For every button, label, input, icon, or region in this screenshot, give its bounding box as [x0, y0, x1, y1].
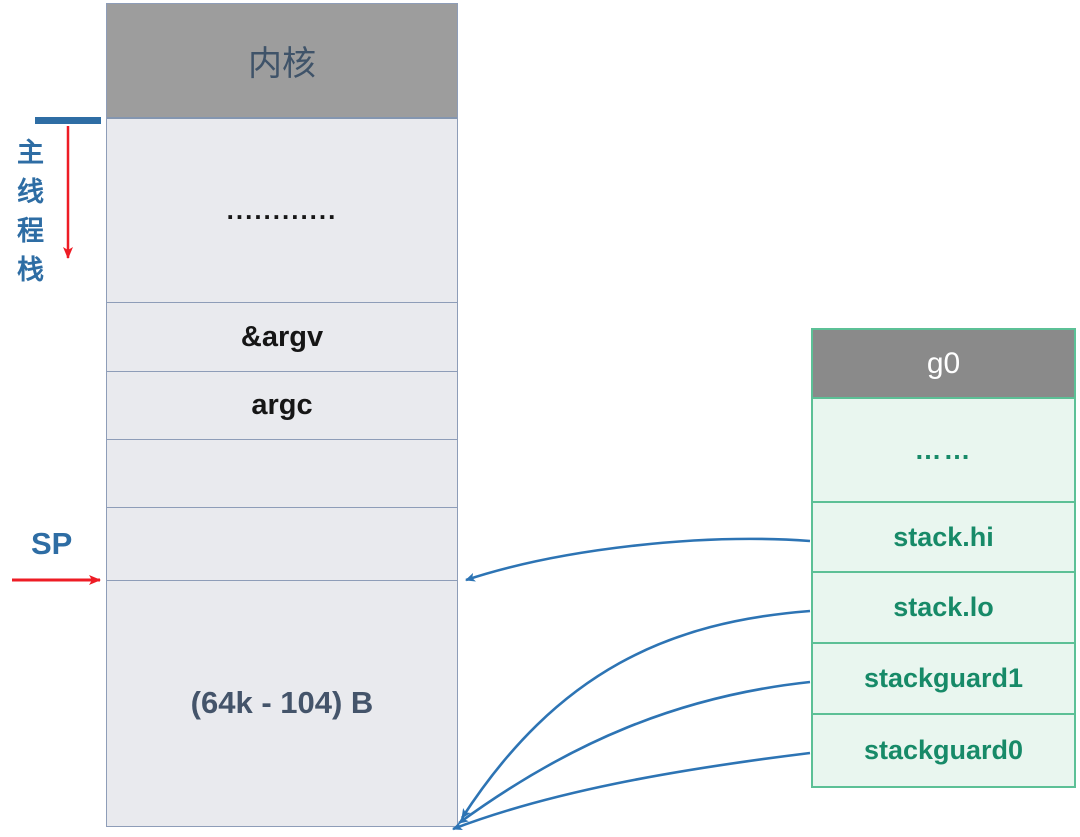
- g0-row-stack-hi-label: stack.hi: [893, 521, 994, 552]
- g0-row-stackguard1-label: stackguard1: [863, 662, 1024, 693]
- connector-stack-lo: [460, 609, 811, 819]
- stack-row-argv: &argv: [107, 303, 457, 373]
- sp-label: SP: [31, 526, 73, 561]
- stack-row-empty-1: [107, 439, 457, 508]
- g0-row-stack-lo-label: stack.lo: [893, 592, 994, 623]
- g0-struct-table: g0 …… stack.hi stack.lo stackguard1 stac…: [811, 328, 1076, 788]
- stack-row-64k-label: (64k - 104) B: [190, 685, 374, 721]
- g0-row-stackguard1: stackguard1: [813, 644, 1074, 715]
- g0-row-stackguard0-label: stackguard0: [863, 734, 1024, 765]
- stack-row-ellipsis: ............: [107, 118, 457, 304]
- g0-row-stack-lo: stack.lo: [813, 572, 1074, 645]
- stack-row-64k: (64k - 104) B: [107, 580, 457, 826]
- stack-row-argv-label: &argv: [240, 320, 324, 353]
- connector-stackguard1: [458, 680, 811, 825]
- kernel-label: 内核: [248, 44, 316, 83]
- connector-stackguard0: [452, 751, 811, 831]
- stack-row-ellipsis-label: ............: [226, 194, 338, 225]
- main-thread-stack-column: 内核 ............ &argv argc (64k - 104) B: [106, 3, 458, 827]
- g0-row-ellipsis-label: ……: [914, 434, 973, 465]
- g0-row-stackguard0: stackguard0: [813, 714, 1074, 786]
- stack-top-bar: [35, 117, 101, 124]
- g0-row-stack-hi: stack.hi: [813, 503, 1074, 573]
- g0-row-ellipsis: ……: [813, 399, 1074, 504]
- main-thread-stack-label: 主线程栈: [13, 137, 43, 294]
- connector-stack-hi: [465, 537, 811, 582]
- g0-header: g0: [813, 330, 1074, 400]
- stack-row-argc-label: argc: [251, 389, 313, 422]
- stack-row-empty-2: [107, 507, 457, 581]
- g0-title: g0: [926, 346, 961, 380]
- stack-row-argc: argc: [107, 372, 457, 440]
- kernel-header: 内核: [107, 4, 457, 119]
